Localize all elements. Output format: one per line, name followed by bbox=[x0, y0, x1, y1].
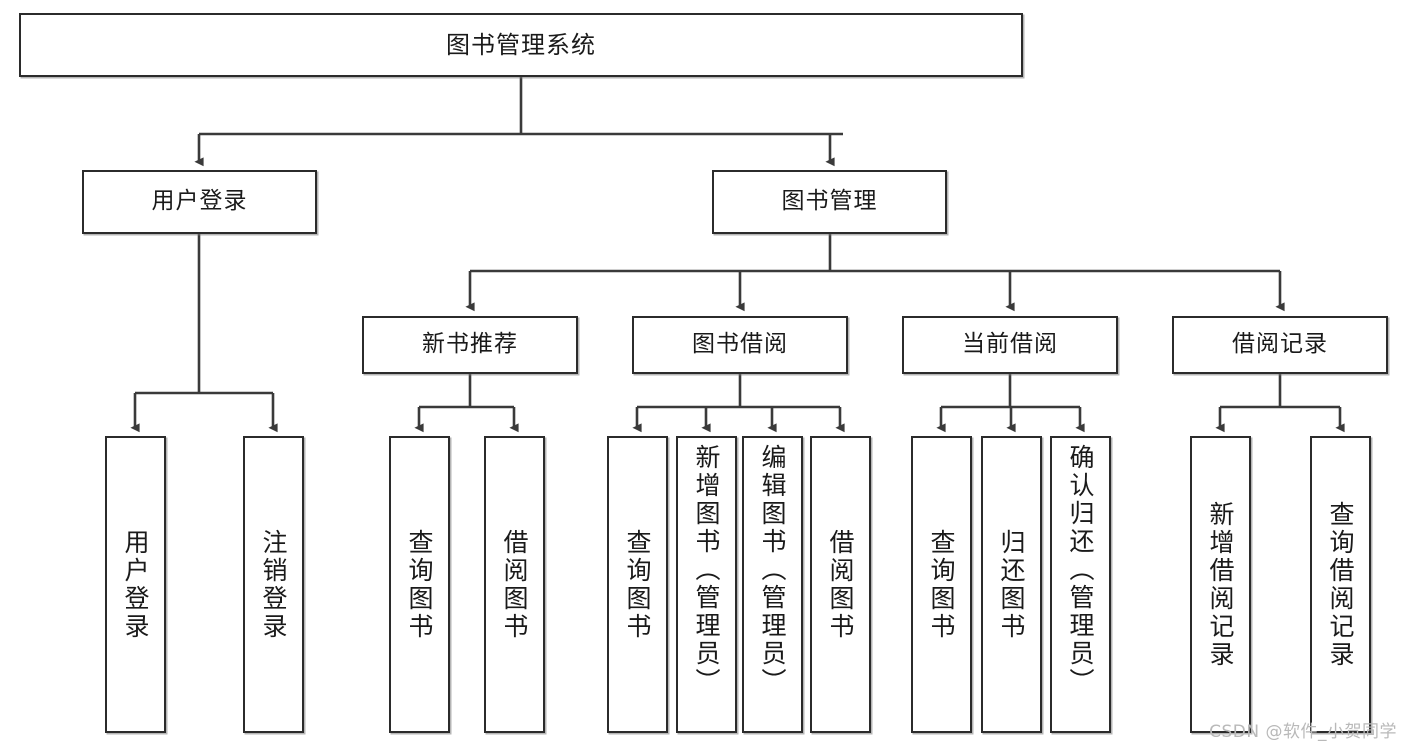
node-label: 查询图书 bbox=[623, 528, 652, 641]
node-label: 新书推荐 bbox=[422, 331, 518, 358]
node-label: 新增借阅记录 bbox=[1206, 500, 1235, 669]
node-leaf-borrow-book-1[interactable]: 借阅图书 bbox=[484, 436, 545, 733]
node-label: 查询图书 bbox=[927, 528, 956, 641]
node-new-book-rec[interactable]: 新书推荐 bbox=[362, 316, 578, 374]
node-label: 查询图书 bbox=[405, 528, 434, 641]
node-book-borrow[interactable]: 图书借阅 bbox=[632, 316, 848, 374]
node-label: 图书管理 bbox=[781, 188, 878, 215]
node-label: 图书管理系统 bbox=[446, 30, 596, 59]
node-current-borrow[interactable]: 当前借阅 bbox=[902, 316, 1118, 374]
node-leaf-confirm-return-admin[interactable]: 确认归还（管理员） bbox=[1050, 436, 1111, 733]
node-leaf-add-book-admin[interactable]: 新增图书（管理员） bbox=[676, 436, 737, 733]
node-label: 图书借阅 bbox=[692, 331, 788, 358]
node-label: 注销登录 bbox=[259, 528, 288, 641]
node-label: 用户登录 bbox=[151, 188, 248, 215]
node-label: 借阅图书 bbox=[500, 528, 529, 641]
node-borrow-record[interactable]: 借阅记录 bbox=[1172, 316, 1388, 374]
node-label: 查询借阅记录 bbox=[1326, 500, 1355, 669]
node-leaf-user-logout[interactable]: 注销登录 bbox=[243, 436, 304, 733]
node-leaf-user-login[interactable]: 用户登录 bbox=[105, 436, 166, 733]
node-user-login[interactable]: 用户登录 bbox=[82, 170, 317, 234]
node-leaf-query-book-1[interactable]: 查询图书 bbox=[389, 436, 450, 733]
node-label: 编辑图书（管理员） bbox=[758, 444, 787, 696]
node-book-manage[interactable]: 图书管理 bbox=[712, 170, 947, 234]
node-leaf-query-borrow-record[interactable]: 查询借阅记录 bbox=[1310, 436, 1371, 733]
csdn-watermark: CSDN @软件_小贺同学 bbox=[1209, 722, 1397, 742]
node-leaf-borrow-book-2[interactable]: 借阅图书 bbox=[810, 436, 871, 733]
node-label: 新增图书（管理员） bbox=[692, 444, 721, 696]
node-leaf-edit-book-admin[interactable]: 编辑图书（管理员） bbox=[742, 436, 803, 733]
node-leaf-add-borrow-record[interactable]: 新增借阅记录 bbox=[1190, 436, 1251, 733]
node-root-system[interactable]: 图书管理系统 bbox=[19, 13, 1023, 77]
node-label: 确认归还（管理员） bbox=[1066, 444, 1095, 696]
node-leaf-query-book-3[interactable]: 查询图书 bbox=[911, 436, 972, 733]
node-label: 用户登录 bbox=[121, 528, 150, 641]
node-leaf-return-book[interactable]: 归还图书 bbox=[981, 436, 1042, 733]
node-label: 借阅记录 bbox=[1232, 331, 1328, 358]
node-label: 借阅图书 bbox=[826, 528, 855, 641]
node-label: 当前借阅 bbox=[962, 331, 1058, 358]
node-label: 归还图书 bbox=[997, 528, 1026, 641]
node-leaf-query-book-2[interactable]: 查询图书 bbox=[607, 436, 668, 733]
